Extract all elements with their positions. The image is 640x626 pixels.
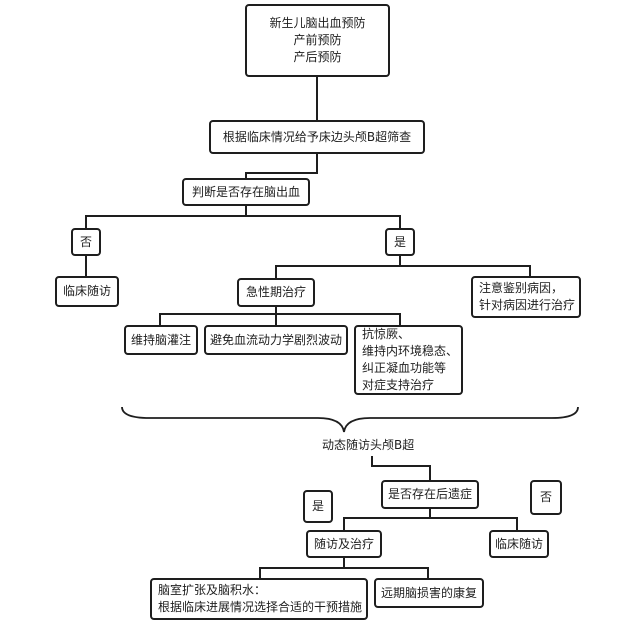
sequelae-label: 是否存在后遗症	[388, 487, 473, 501]
hydrocephalus-line-2: 根据临床进展情况选择合适的干预措施	[158, 600, 363, 614]
screening-node[interactable]: 根据临床情况给予床边头颅B超筛查	[209, 120, 425, 154]
supportive-line-2: 维持内环境稳态、	[362, 344, 459, 358]
root-postnatal: 产后预防	[293, 50, 342, 64]
root-prenatal: 产前预防	[293, 33, 342, 47]
avoid-fluctuation-node[interactable]: 避免血流动力学剧烈波动	[204, 325, 348, 355]
connector-judge-yes	[246, 215, 401, 228]
hydrocephalus-line-1: 脑室扩张及脑积水：	[158, 583, 267, 597]
rehabilitation-node[interactable]: 远期脑损害的康复	[374, 578, 484, 608]
followup-treatment-node[interactable]: 随访及治疗	[306, 530, 382, 558]
connector-yes-note	[400, 265, 531, 276]
root-prevention-node[interactable]: 新生儿脑出血预防 产前预防 产后预防	[245, 4, 390, 77]
connector-sequelae-yes	[343, 508, 431, 530]
screening-label: 根据临床情况给予床边头颅B超筛查	[222, 129, 412, 144]
followup-treatment-label: 随访及治疗	[314, 536, 375, 551]
yes-label-2: 是	[311, 499, 324, 513]
dynamic-followup-label: 动态随访头颅B超	[322, 438, 415, 452]
hydrocephalus-node[interactable]: 脑室扩张及脑积水： 根据临床进展情况选择合适的干预措施	[150, 578, 368, 620]
connector-dynamic-sequelae	[371, 456, 431, 480]
acute-treatment-label: 急性期治疗	[245, 285, 306, 299]
no-node-2[interactable]: 否	[530, 480, 562, 515]
etiology-note-line-1: 注意鉴别病因，	[479, 281, 564, 295]
yes-label-1: 是	[393, 234, 406, 249]
supportive-line-1: 抗惊厥、	[362, 327, 411, 341]
connector-judge-no	[85, 215, 246, 228]
perfusion-node[interactable]: 维持脑灌注	[124, 325, 198, 355]
supportive-line-4: 对症支持治疗	[362, 378, 435, 392]
connector-acute-perfusion	[159, 313, 276, 325]
avoid-fluctuation-label: 避免血流动力学剧烈波动	[210, 332, 343, 347]
no-label-1: 否	[79, 234, 92, 249]
rehabilitation-label: 远期脑损害的康复	[381, 585, 478, 600]
etiology-note-node[interactable]: 注意鉴别病因， 针对病因进行治疗	[471, 276, 581, 318]
etiology-note-line-2: 针对病因进行治疗	[479, 298, 576, 312]
clinical-followup-node-2[interactable]: 临床随访	[489, 530, 549, 558]
connector-treat-rehab	[344, 567, 429, 578]
yes-node-2[interactable]: 是	[303, 490, 333, 523]
no-node-1[interactable]: 否	[71, 228, 101, 256]
connector-treat-hydro	[259, 567, 344, 578]
clinical-followup-node-1[interactable]: 临床随访	[55, 276, 119, 307]
acute-treatment-node[interactable]: 急性期治疗	[237, 278, 315, 307]
curly-brace	[121, 406, 579, 433]
clinical-followup-label-2: 临床随访	[495, 536, 544, 551]
connector-yes-acute	[275, 265, 400, 278]
sequelae-node[interactable]: 是否存在后遗症	[381, 480, 479, 509]
no-label-2: 否	[539, 490, 552, 504]
supportive-line-3: 纠正凝血功能等	[362, 361, 447, 375]
judge-node[interactable]: 判断是否存在脑出血	[182, 178, 310, 206]
yes-node-1[interactable]: 是	[385, 228, 415, 256]
judge-label: 判断是否存在脑出血	[191, 184, 300, 199]
connector-acute-support	[276, 313, 401, 325]
connector-screening-judge	[245, 153, 318, 178]
perfusion-label: 维持脑灌注	[131, 332, 192, 347]
supportive-treatment-node[interactable]: 抗惊厥、 维持内环境稳态、 纠正凝血功能等 对症支持治疗	[354, 325, 463, 395]
connector-sequelae-no	[430, 517, 518, 530]
clinical-followup-label-1: 临床随访	[63, 284, 112, 298]
root-title: 新生儿脑出血预防	[269, 16, 366, 30]
